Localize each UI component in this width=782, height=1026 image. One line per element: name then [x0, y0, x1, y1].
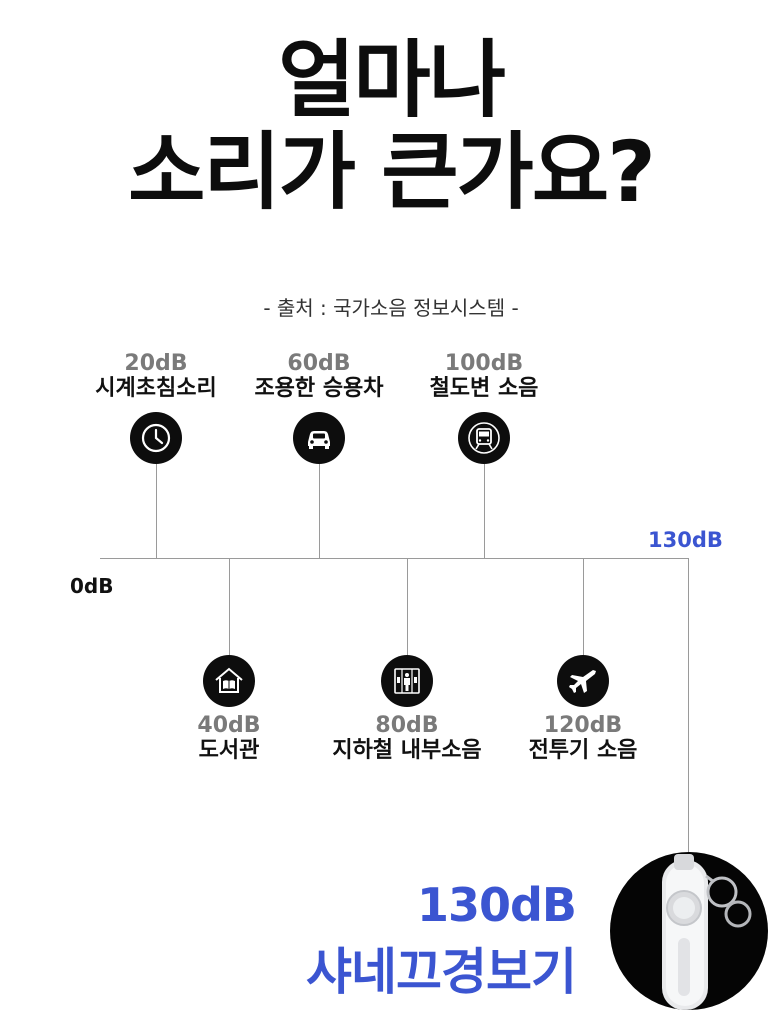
- noise-name: 조용한 승용차: [254, 376, 384, 402]
- clock-icon: [130, 412, 182, 464]
- db-value: 60dB: [287, 351, 351, 376]
- connector-100db: [484, 464, 485, 558]
- library-icon: [203, 655, 255, 707]
- car-icon: [293, 412, 345, 464]
- connector-120db: [583, 558, 584, 656]
- alarm-product-image: [610, 852, 768, 1010]
- label-40db: 40dB 도서관: [119, 713, 339, 765]
- title-line-2: 소리가 큰가요?: [128, 123, 656, 221]
- db-value: 20dB: [124, 351, 188, 376]
- fighter-jet-icon: [557, 655, 609, 707]
- noise-name: 도서관: [198, 738, 260, 764]
- highlight-product-name: 샤네끄경보기: [306, 943, 577, 1001]
- subway-interior-icon: [381, 655, 433, 707]
- label-60db: 60dB 조용한 승용차: [209, 351, 429, 403]
- train-icon: [458, 412, 510, 464]
- noise-name: 지하철 내부소음: [332, 738, 482, 764]
- label-120db: 120dB 전투기 소음: [473, 713, 693, 765]
- db-value: 100dB: [444, 351, 524, 376]
- source-note: - 출처 : 국가소음 정보시스템 -: [263, 296, 519, 320]
- title-line-1: 얼마나: [278, 31, 506, 129]
- label-20db: 20dB 시계초침소리: [46, 351, 266, 403]
- connector-40db: [229, 558, 230, 656]
- decibel-axis: [100, 558, 688, 559]
- label-100db: 100dB 철도변 소음: [374, 351, 594, 403]
- db-value: 120dB: [543, 713, 623, 738]
- connector-130db: [688, 558, 689, 858]
- label-80db: 80dB 지하철 내부소음: [297, 713, 517, 765]
- noise-name: 전투기 소음: [528, 738, 638, 764]
- axis-end-label: 130dB: [648, 528, 723, 552]
- noise-name: 시계초침소리: [95, 376, 217, 402]
- connector-80db: [407, 558, 408, 656]
- connector-20db: [156, 464, 157, 558]
- connector-60db: [319, 464, 320, 558]
- db-value: 80dB: [375, 713, 439, 738]
- noise-name: 철도변 소음: [429, 376, 539, 402]
- db-value: 40dB: [197, 713, 261, 738]
- highlight-db: 130dB: [416, 878, 577, 932]
- axis-start-label: 0dB: [70, 574, 114, 598]
